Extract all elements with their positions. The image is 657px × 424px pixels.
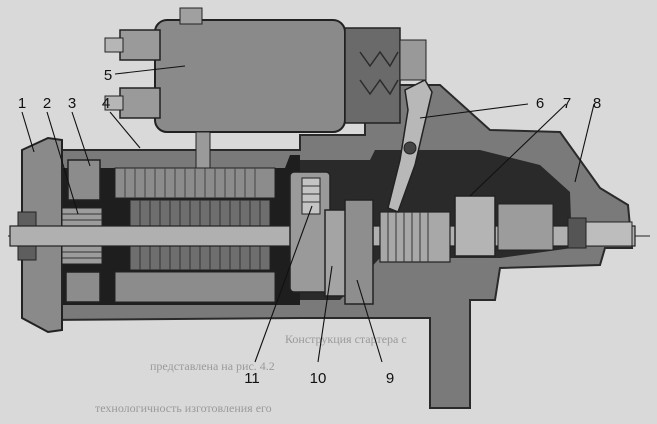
leader-11 bbox=[254, 205, 313, 363]
leader-8 bbox=[574, 103, 595, 183]
intermediate-support bbox=[324, 209, 348, 297]
callout-7: 7 bbox=[563, 95, 571, 112]
leader-1 bbox=[21, 111, 35, 153]
callout-6: 6 bbox=[536, 95, 544, 112]
callout-3: 3 bbox=[68, 95, 76, 112]
bg-text-line3: технологичность изготовления его bbox=[95, 401, 272, 415]
leader-6 bbox=[419, 103, 529, 119]
lever-pivot bbox=[403, 141, 417, 155]
leader-3 bbox=[71, 111, 91, 167]
drive-pinion bbox=[454, 195, 496, 257]
leader-lines bbox=[21, 65, 595, 363]
leader-10 bbox=[317, 265, 333, 363]
callout-11: 11 bbox=[244, 370, 260, 387]
brush-holder-bottom bbox=[65, 271, 101, 303]
callout-2: 2 bbox=[43, 95, 51, 112]
bg-text-line1: Конструкция стартера с bbox=[285, 332, 407, 346]
front-bushing bbox=[567, 217, 587, 249]
shaft-front-end bbox=[585, 221, 633, 247]
callout-5: 5 bbox=[104, 67, 112, 84]
bg-text-line2: представлена на рис. 4.2 bbox=[150, 359, 275, 373]
leader-9 bbox=[356, 279, 383, 363]
leader-5 bbox=[114, 65, 186, 75]
pinion-gear bbox=[497, 203, 554, 251]
callout-4: 4 bbox=[102, 95, 110, 112]
callout-8: 8 bbox=[593, 95, 601, 112]
background-text: Конструкция стартера с представлена на р… bbox=[95, 332, 407, 415]
solenoid-mount bbox=[195, 131, 211, 169]
leader-2 bbox=[46, 111, 79, 215]
callout-labels: 1 2 3 4 5 6 7 8 9 10 11 bbox=[18, 67, 601, 387]
overrunning-clutch bbox=[379, 211, 451, 263]
field-winding-top bbox=[114, 167, 276, 199]
leader-4 bbox=[109, 111, 141, 149]
callout-1: 1 bbox=[18, 95, 26, 112]
planetary-gear bbox=[289, 171, 331, 293]
solenoid bbox=[104, 7, 427, 133]
brush-holder-top bbox=[67, 159, 101, 201]
field-winding-bottom bbox=[114, 271, 276, 303]
leader-7 bbox=[469, 103, 567, 197]
callout-9: 9 bbox=[386, 370, 394, 387]
callout-10: 10 bbox=[310, 370, 327, 387]
